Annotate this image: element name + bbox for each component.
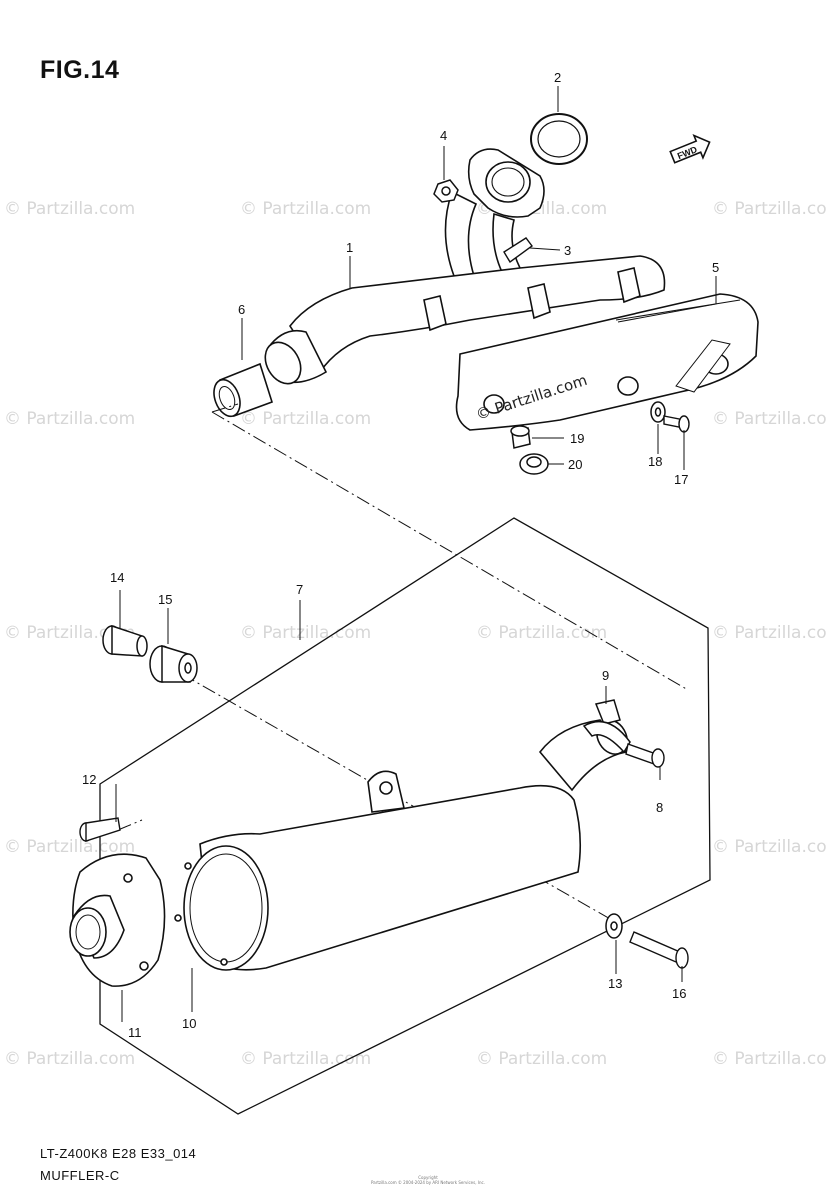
- part-19-collar: [510, 425, 531, 449]
- part-16-bolt: [629, 931, 689, 969]
- copyright-line-1: Copyright: [418, 1175, 438, 1180]
- part-11-end-cap: [69, 853, 166, 987]
- watermark: © Partzilla.com: [240, 409, 371, 429]
- assembly-outline: [99, 517, 711, 1115]
- callout-16: 16: [672, 986, 686, 1001]
- part-9-clamp: [582, 699, 631, 754]
- part-7-muffler: [174, 719, 628, 971]
- callout-18: 18: [648, 454, 662, 469]
- watermark: © Partzilla.com: [240, 623, 371, 643]
- figure-title: FIG.14: [40, 56, 120, 84]
- forward-arrow-icon: FWD: [669, 134, 711, 164]
- callout-8: 8: [656, 800, 663, 815]
- watermark: © Partzilla.com: [4, 199, 135, 219]
- callout-12: 12: [82, 772, 96, 787]
- model-code: LT-Z400K8 E28 E33_014: [40, 1146, 197, 1161]
- watermark: © Partzilla.com: [240, 199, 371, 219]
- copyright-line-2: Partzilla.com © 2004-2024 by ARI Network…: [371, 1180, 485, 1185]
- callout-14: 14: [110, 570, 124, 585]
- part-2-gasket: [530, 113, 588, 165]
- part-12-bolt: [79, 817, 121, 842]
- callout-17: 17: [674, 472, 688, 487]
- watermark: © Partzilla.com: [712, 1049, 828, 1069]
- part-6-seal: [213, 362, 273, 418]
- part-13-washer: [605, 913, 623, 939]
- callout-20: 20: [568, 457, 582, 472]
- watermark: © Partzilla.com: [4, 837, 135, 857]
- callout-3: 3: [564, 243, 571, 258]
- watermark: © Partzilla.com: [240, 1049, 371, 1069]
- part-3-stud: [503, 237, 533, 264]
- watermark: © Partzilla.com: [476, 623, 607, 643]
- part-14-bolt: [102, 624, 148, 657]
- callout-9: 9: [602, 668, 609, 683]
- fwd-label: FWD: [676, 144, 699, 161]
- callout-1: 1: [346, 240, 353, 255]
- callout-11: 11: [128, 1025, 142, 1040]
- callout-7: 7: [296, 582, 303, 597]
- callout-5: 5: [712, 260, 719, 275]
- callout-10: 10: [182, 1016, 196, 1031]
- part-17-bolt: [663, 415, 690, 433]
- watermark: © Partzilla.com: [712, 199, 828, 219]
- watermark: © Partzilla.com: [4, 409, 135, 429]
- section-name: MUFFLER-C: [40, 1168, 120, 1183]
- part-1-exhaust-pipe: [264, 148, 666, 385]
- watermark: © Partzilla.com: [4, 1049, 135, 1069]
- watermark: © Partzilla.com: [476, 1049, 607, 1069]
- watermark: © Partzilla.com: [712, 837, 828, 857]
- callout-2: 2: [554, 70, 561, 85]
- callout-6: 6: [238, 302, 245, 317]
- part-20-grommet: [519, 453, 549, 475]
- part-4-nut: [433, 179, 459, 203]
- watermark: © Partzilla.com: [712, 623, 828, 643]
- callout-labels: 1 2 3 4 5 6 7 8 9 10 11 12 13 14 15 16 1…: [82, 70, 719, 1040]
- leader-lines: [115, 86, 717, 1022]
- part-15-rubber-mount: [149, 644, 198, 683]
- callout-4: 4: [440, 128, 447, 143]
- part-5-heat-cover: [455, 293, 759, 431]
- callout-13: 13: [608, 976, 622, 991]
- part-18-washer: [650, 401, 666, 423]
- callout-15: 15: [158, 592, 172, 607]
- watermark: © Partzilla.com: [712, 409, 828, 429]
- callout-19: 19: [570, 431, 584, 446]
- part-8-bolt: [625, 743, 665, 768]
- copyright-notice: Copyright Partzilla.com © 2004-2024 by A…: [358, 1175, 498, 1185]
